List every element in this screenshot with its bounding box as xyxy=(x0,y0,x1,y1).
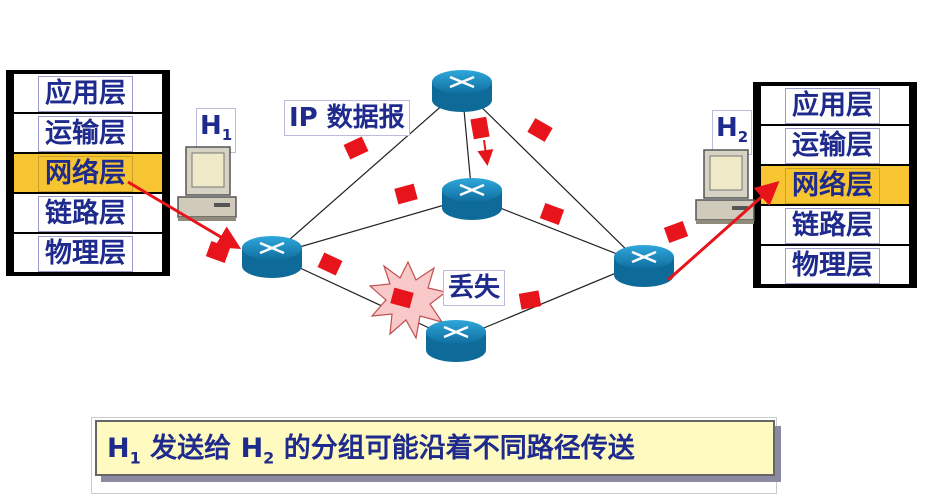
packet-icon xyxy=(518,290,542,310)
layer-label: 网络层 xyxy=(785,168,880,204)
packet-icon xyxy=(394,183,418,205)
router-mid-icon xyxy=(442,178,502,220)
lost-label: 丢失 xyxy=(443,270,506,306)
host-h1-sub: 1 xyxy=(221,126,233,145)
computer-h2-icon xyxy=(695,149,755,224)
link-r1-r-mid xyxy=(271,196,473,256)
packet-icon xyxy=(663,221,689,243)
packet-icon xyxy=(527,118,553,142)
protocol-stack-h2: 应用层 运输层 网络层 链路层 物理层 xyxy=(753,82,917,288)
caption-end: 的分组可能沿着不同路径传送 xyxy=(274,433,635,464)
layer-network: 网络层 xyxy=(14,154,162,192)
path-arrow-h2 xyxy=(667,181,780,282)
layer-network: 网络层 xyxy=(761,166,909,204)
layer-link: 链路层 xyxy=(14,194,162,232)
packet-icon xyxy=(317,252,343,276)
layer-label: 运输层 xyxy=(785,128,880,164)
packet-icon xyxy=(343,136,369,160)
layer-physical: 物理层 xyxy=(14,234,162,272)
layer-label: 运输层 xyxy=(38,116,133,152)
caption-h2: H xyxy=(240,433,264,464)
caption-frame xyxy=(91,417,777,494)
layer-link: 链路层 xyxy=(761,206,909,244)
link-bottom-r4 xyxy=(454,262,641,341)
caption-mid: 发送给 xyxy=(140,433,241,464)
layer-label: 物理层 xyxy=(785,248,880,284)
caption-h2-sub: 2 xyxy=(263,448,275,468)
caption-h-sub: 1 xyxy=(129,448,141,468)
packet-icon xyxy=(470,116,490,140)
ip-datagram-label: IP 数据报 xyxy=(284,100,410,136)
link-top-r4 xyxy=(461,87,641,264)
path-arrow-h1 xyxy=(127,180,242,250)
link-r1-r-top xyxy=(271,87,463,256)
router-h2-icon xyxy=(614,245,674,287)
router-h1-icon xyxy=(242,236,302,278)
host-h1-label: H1 xyxy=(196,108,237,154)
layer-label: 链路层 xyxy=(38,196,133,232)
router-top-icon xyxy=(432,70,492,112)
packet-icon xyxy=(539,203,565,225)
router-bottom-icon xyxy=(426,320,486,362)
layer-application: 应用层 xyxy=(761,86,909,124)
layer-label: 应用层 xyxy=(785,88,880,124)
packet-icon xyxy=(390,287,414,309)
layer-physical: 物理层 xyxy=(761,246,909,284)
protocol-stack-h1: 应用层 运输层 网络层 链路层 物理层 xyxy=(6,70,170,276)
layer-label: 物理层 xyxy=(38,236,133,272)
caption-box: H1 发送给 H2 的分组可能沿着不同路径传送 xyxy=(95,420,775,476)
layer-transport: 运输层 xyxy=(14,114,162,152)
path-arrow-small xyxy=(477,139,494,166)
host-h2-sub: 2 xyxy=(737,128,749,147)
layer-label: 链路层 xyxy=(785,208,880,244)
layer-application: 应用层 xyxy=(14,74,162,112)
packet-icon xyxy=(205,241,231,263)
caption-h: H xyxy=(107,433,130,464)
layer-label: 应用层 xyxy=(38,76,133,112)
host-h2-letter: H xyxy=(716,113,738,143)
caption-text: H1 发送给 H2 的分组可能沿着不同路径传送 xyxy=(107,430,635,477)
layer-label: 网络层 xyxy=(38,156,133,192)
layer-transport: 运输层 xyxy=(761,126,909,164)
host-h1-letter: H xyxy=(200,111,222,141)
link-r1-r-bottom xyxy=(271,254,456,341)
computer-h1-icon xyxy=(177,146,237,221)
